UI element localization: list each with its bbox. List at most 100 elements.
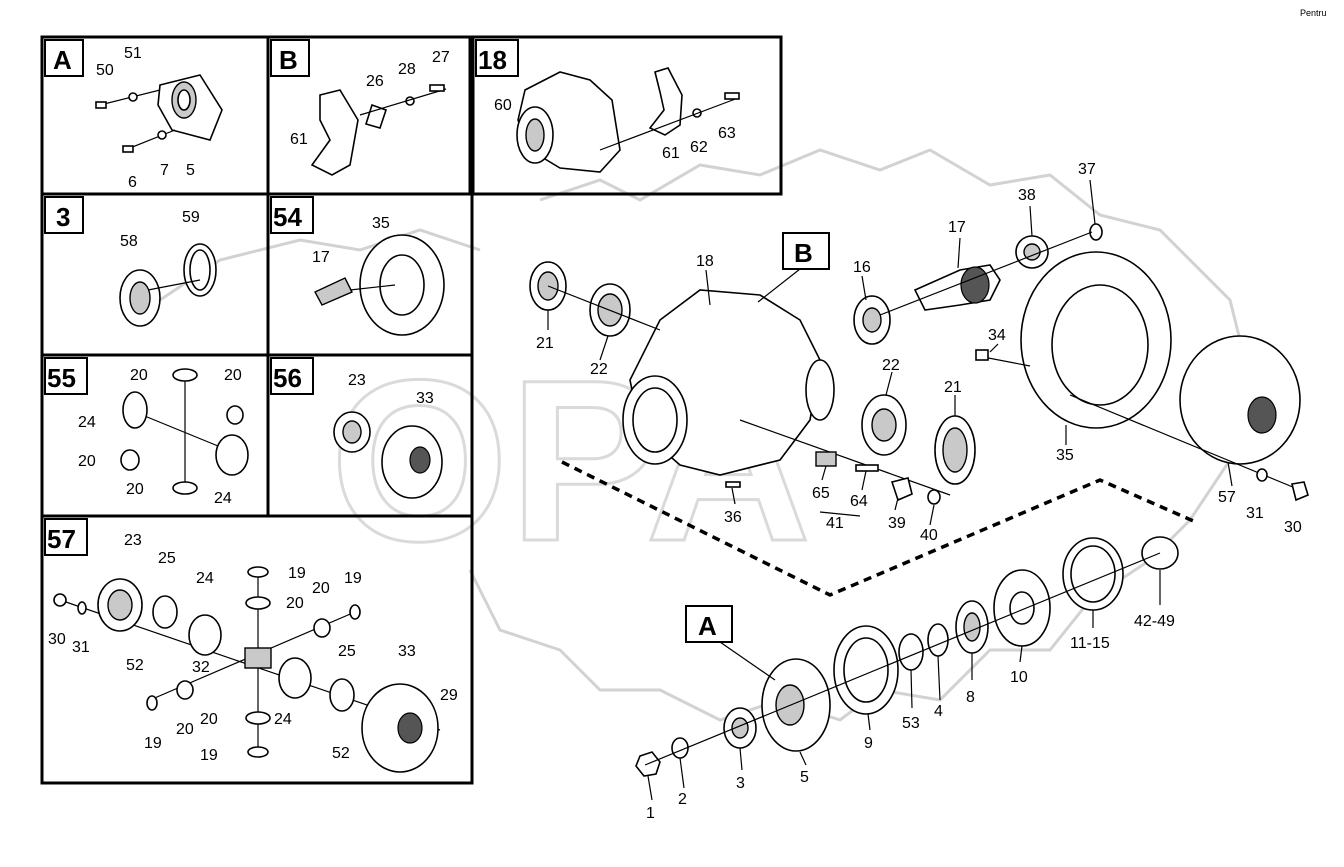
label-25-57a: 25 [158,550,176,567]
label-51: 51 [124,45,142,62]
label-38: 38 [1018,187,1036,204]
label-34: 34 [988,327,1006,344]
label-37: 37 [1078,161,1096,178]
main-tag-A: A [698,611,717,641]
label-50: 50 [96,62,114,79]
label-25-57b: 25 [338,643,356,660]
label-24-55b: 24 [214,490,232,507]
label-19-57a: 19 [288,565,306,582]
label-3: 3 [736,775,745,792]
label-20-57d: 20 [200,711,218,728]
label-31-57: 31 [72,639,90,656]
label-27: 27 [432,49,450,66]
label-32: 32 [192,659,210,676]
label-22b: 22 [882,357,900,374]
label-42-49: 42-49 [1134,613,1175,630]
inset-55-parts: 20 20 24 20 20 24 [78,367,249,507]
inset-A-parts: 50 51 6 7 5 [95,45,223,191]
inset-tags: A B 18 3 54 55 56 57 [44,39,519,556]
label-41: 41 [826,515,844,532]
label-31: 31 [1246,505,1264,522]
inset-54-parts: 17 35 [312,215,445,336]
label-11-15: 11-15 [1070,635,1110,652]
label-20-55d: 20 [126,481,144,498]
label-22a: 22 [590,361,608,378]
label-59: 59 [182,209,200,226]
inset-tag-18: 18 [478,45,507,75]
label-58: 58 [120,233,138,250]
inset-tag-56: 56 [273,363,302,393]
label-5: 5 [186,162,195,179]
label-60: 60 [494,97,512,114]
main-tag-B: B [794,238,813,268]
label-9: 9 [864,735,873,752]
label-39: 39 [888,515,906,532]
label-20-57a: 20 [286,595,304,612]
label-29: 29 [440,687,458,704]
inset-tag-54: 54 [273,202,302,232]
label-40: 40 [920,527,938,544]
inset-tag-B: B [279,45,298,75]
label-10: 10 [1010,669,1028,686]
label-17-54: 17 [312,249,330,266]
inset-frames [40,35,783,785]
label-33-57: 33 [398,643,416,660]
label-18: 18 [696,253,714,270]
label-23-57: 23 [124,532,142,549]
label-64: 64 [850,493,868,510]
inset-56-parts: 23 33 [333,372,443,499]
inset-tag-55: 55 [47,363,76,393]
label-28: 28 [398,61,416,78]
label-24-57a: 24 [196,570,214,587]
inset-3-parts: 58 59 [119,209,217,327]
label-61-18: 61 [662,145,680,162]
label-52-57a: 52 [126,657,144,674]
label-20-55c: 20 [78,453,96,470]
label-6: 6 [128,174,137,191]
label-17: 17 [948,219,966,236]
label-23-56: 23 [348,372,366,389]
label-5: 5 [800,769,809,786]
label-20-55a: 20 [130,367,148,384]
label-16: 16 [853,259,871,276]
label-20-57b: 20 [312,580,330,597]
label-1: 1 [646,805,655,822]
inset-18-parts: 60 61 62 63 [494,67,740,173]
label-36: 36 [724,509,742,526]
label-20-57c: 20 [176,721,194,738]
label-26: 26 [366,73,384,90]
label-62: 62 [690,139,708,156]
label-19-57b: 19 [344,570,362,587]
inset-tag-57: 57 [47,524,76,554]
label-65: 65 [812,485,830,502]
label-2: 2 [678,791,687,808]
label-30: 30 [1284,519,1302,536]
label-7: 7 [160,162,169,179]
label-52-57b: 52 [332,745,350,762]
label-35-54: 35 [372,215,390,232]
label-53: 53 [902,715,920,732]
label-20-55b: 20 [224,367,242,384]
label-57: 57 [1218,489,1236,506]
inset-B-parts: 26 28 27 61 [290,49,450,176]
label-63: 63 [718,125,736,142]
label-61-b: 61 [290,131,308,148]
label-24-55a: 24 [78,414,96,431]
label-30-57: 30 [48,631,66,648]
label-33-56: 33 [416,390,434,407]
corner-mark: Pentru [1300,8,1327,18]
inset-tag-A: A [53,45,72,75]
label-4: 4 [934,703,943,720]
label-8: 8 [966,689,975,706]
label-24-57b: 24 [274,711,292,728]
label-21b: 21 [944,379,962,396]
label-21a: 21 [536,335,554,352]
label-19-57d: 19 [200,747,218,764]
inset-tag-3: 3 [56,202,70,232]
label-35: 35 [1056,447,1074,464]
label-19-57c: 19 [144,735,162,752]
main-assembly: B A 18 16 17 [529,161,1309,822]
inset-57-parts: 23 25 24 19 20 19 20 30 31 52 32 25 33 1… [48,532,458,773]
